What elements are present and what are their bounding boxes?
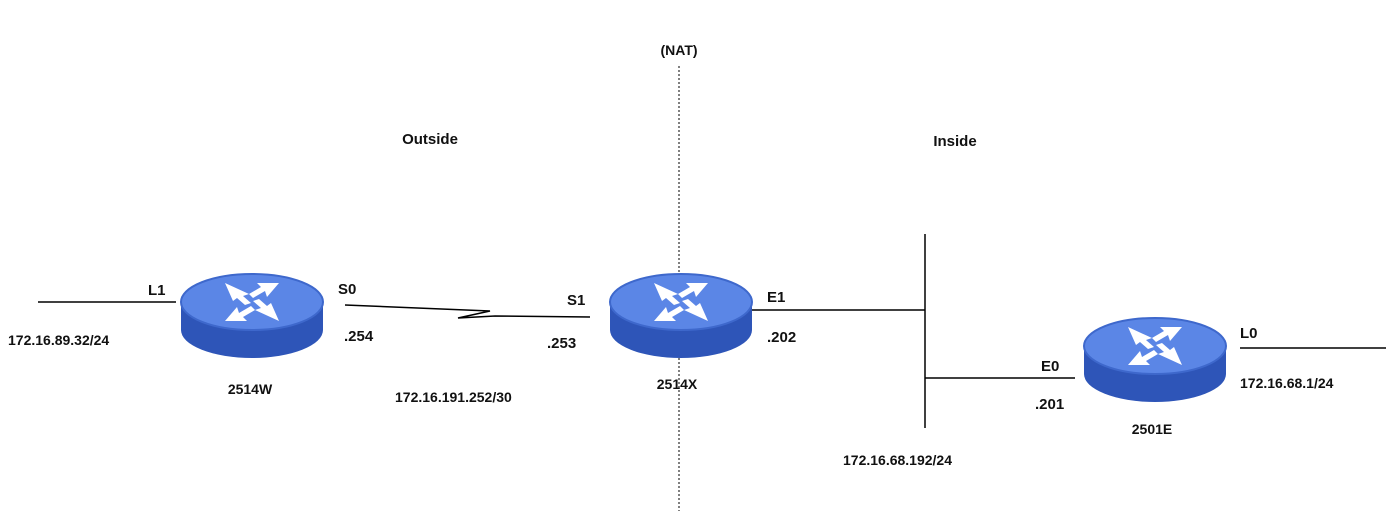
router-name-2514w: 2514W xyxy=(228,381,273,397)
network-label: 172.16.191.252/30 xyxy=(395,389,512,405)
network-label: 172.16.68.1/24 xyxy=(1240,375,1334,391)
outside-label: Outside xyxy=(402,131,458,148)
interface-ip-253: .253 xyxy=(547,335,576,352)
network-label: 172.16.68.192/24 xyxy=(843,452,952,468)
interface-ip-254: .254 xyxy=(344,328,374,345)
router-icon[interactable] xyxy=(1083,317,1227,403)
serial-link xyxy=(344,304,591,319)
interface-label-l1: L1 xyxy=(148,282,166,299)
router-name-2514x: 2514X xyxy=(657,376,698,392)
interface-label-l0: L0 xyxy=(1240,325,1258,342)
interface-ip-201: .201 xyxy=(1035,396,1064,413)
interface-label-e1: E1 xyxy=(767,289,785,306)
interface-label-s0: S0 xyxy=(338,281,356,298)
interface-ip-202: .202 xyxy=(767,329,796,346)
router-name-2501e: 2501E xyxy=(1132,421,1172,437)
network-label: 172.16.89.32/24 xyxy=(8,332,109,348)
router-icon[interactable] xyxy=(180,273,324,359)
interface-label-e0: E0 xyxy=(1041,358,1059,375)
inside-label: Inside xyxy=(933,133,976,150)
router-icon[interactable] xyxy=(609,273,753,359)
interface-label-s1: S1 xyxy=(567,292,585,309)
nat-label: (NAT) xyxy=(660,42,697,58)
